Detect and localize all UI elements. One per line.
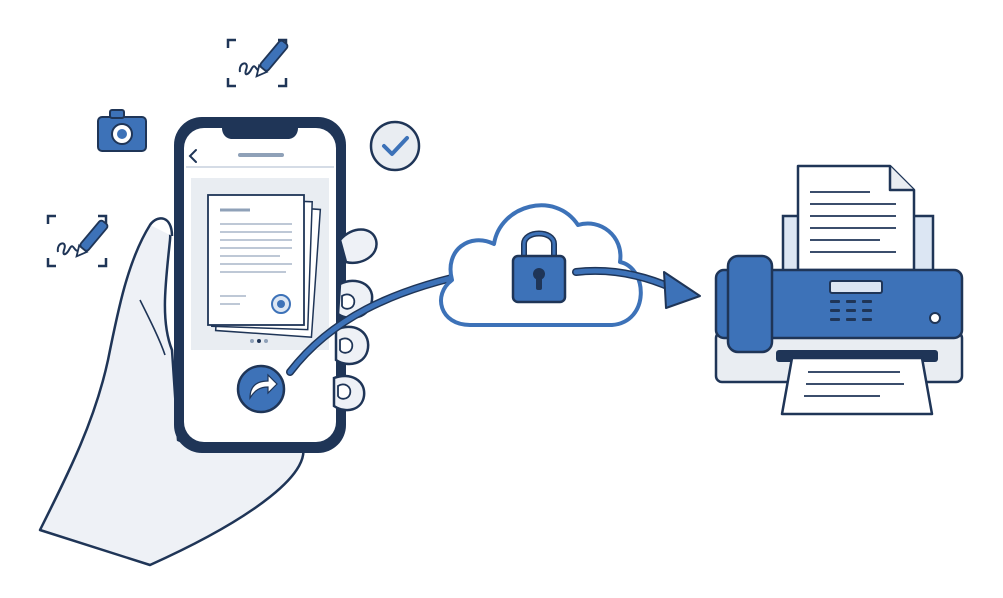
hand-fingers <box>332 228 378 412</box>
fax-handset <box>726 254 774 354</box>
hand-palm <box>38 217 305 567</box>
share-arrow-icon <box>249 373 278 401</box>
fax-machine-icon <box>714 164 964 416</box>
share-button[interactable] <box>236 364 286 414</box>
phone-notch <box>222 128 298 139</box>
output-paper-icon <box>780 356 934 416</box>
signature-pen-icon <box>46 214 109 268</box>
fax-power-light <box>929 312 941 324</box>
signature-pen-icon <box>226 38 289 88</box>
padlock-icon <box>511 230 567 304</box>
flow-arrow-cloud-to-fax <box>572 266 701 309</box>
document-stack-icon <box>207 194 322 338</box>
camera-icon <box>97 109 147 152</box>
page-indicator-dots <box>250 339 268 343</box>
check-circle-icon <box>369 120 421 172</box>
back-chevron-icon[interactable] <box>188 149 197 163</box>
fax-keypad <box>830 300 872 321</box>
smartphone <box>174 117 346 453</box>
fax-display <box>829 280 883 294</box>
incoming-document-icon <box>796 164 916 272</box>
screen-title-bar <box>238 153 284 157</box>
